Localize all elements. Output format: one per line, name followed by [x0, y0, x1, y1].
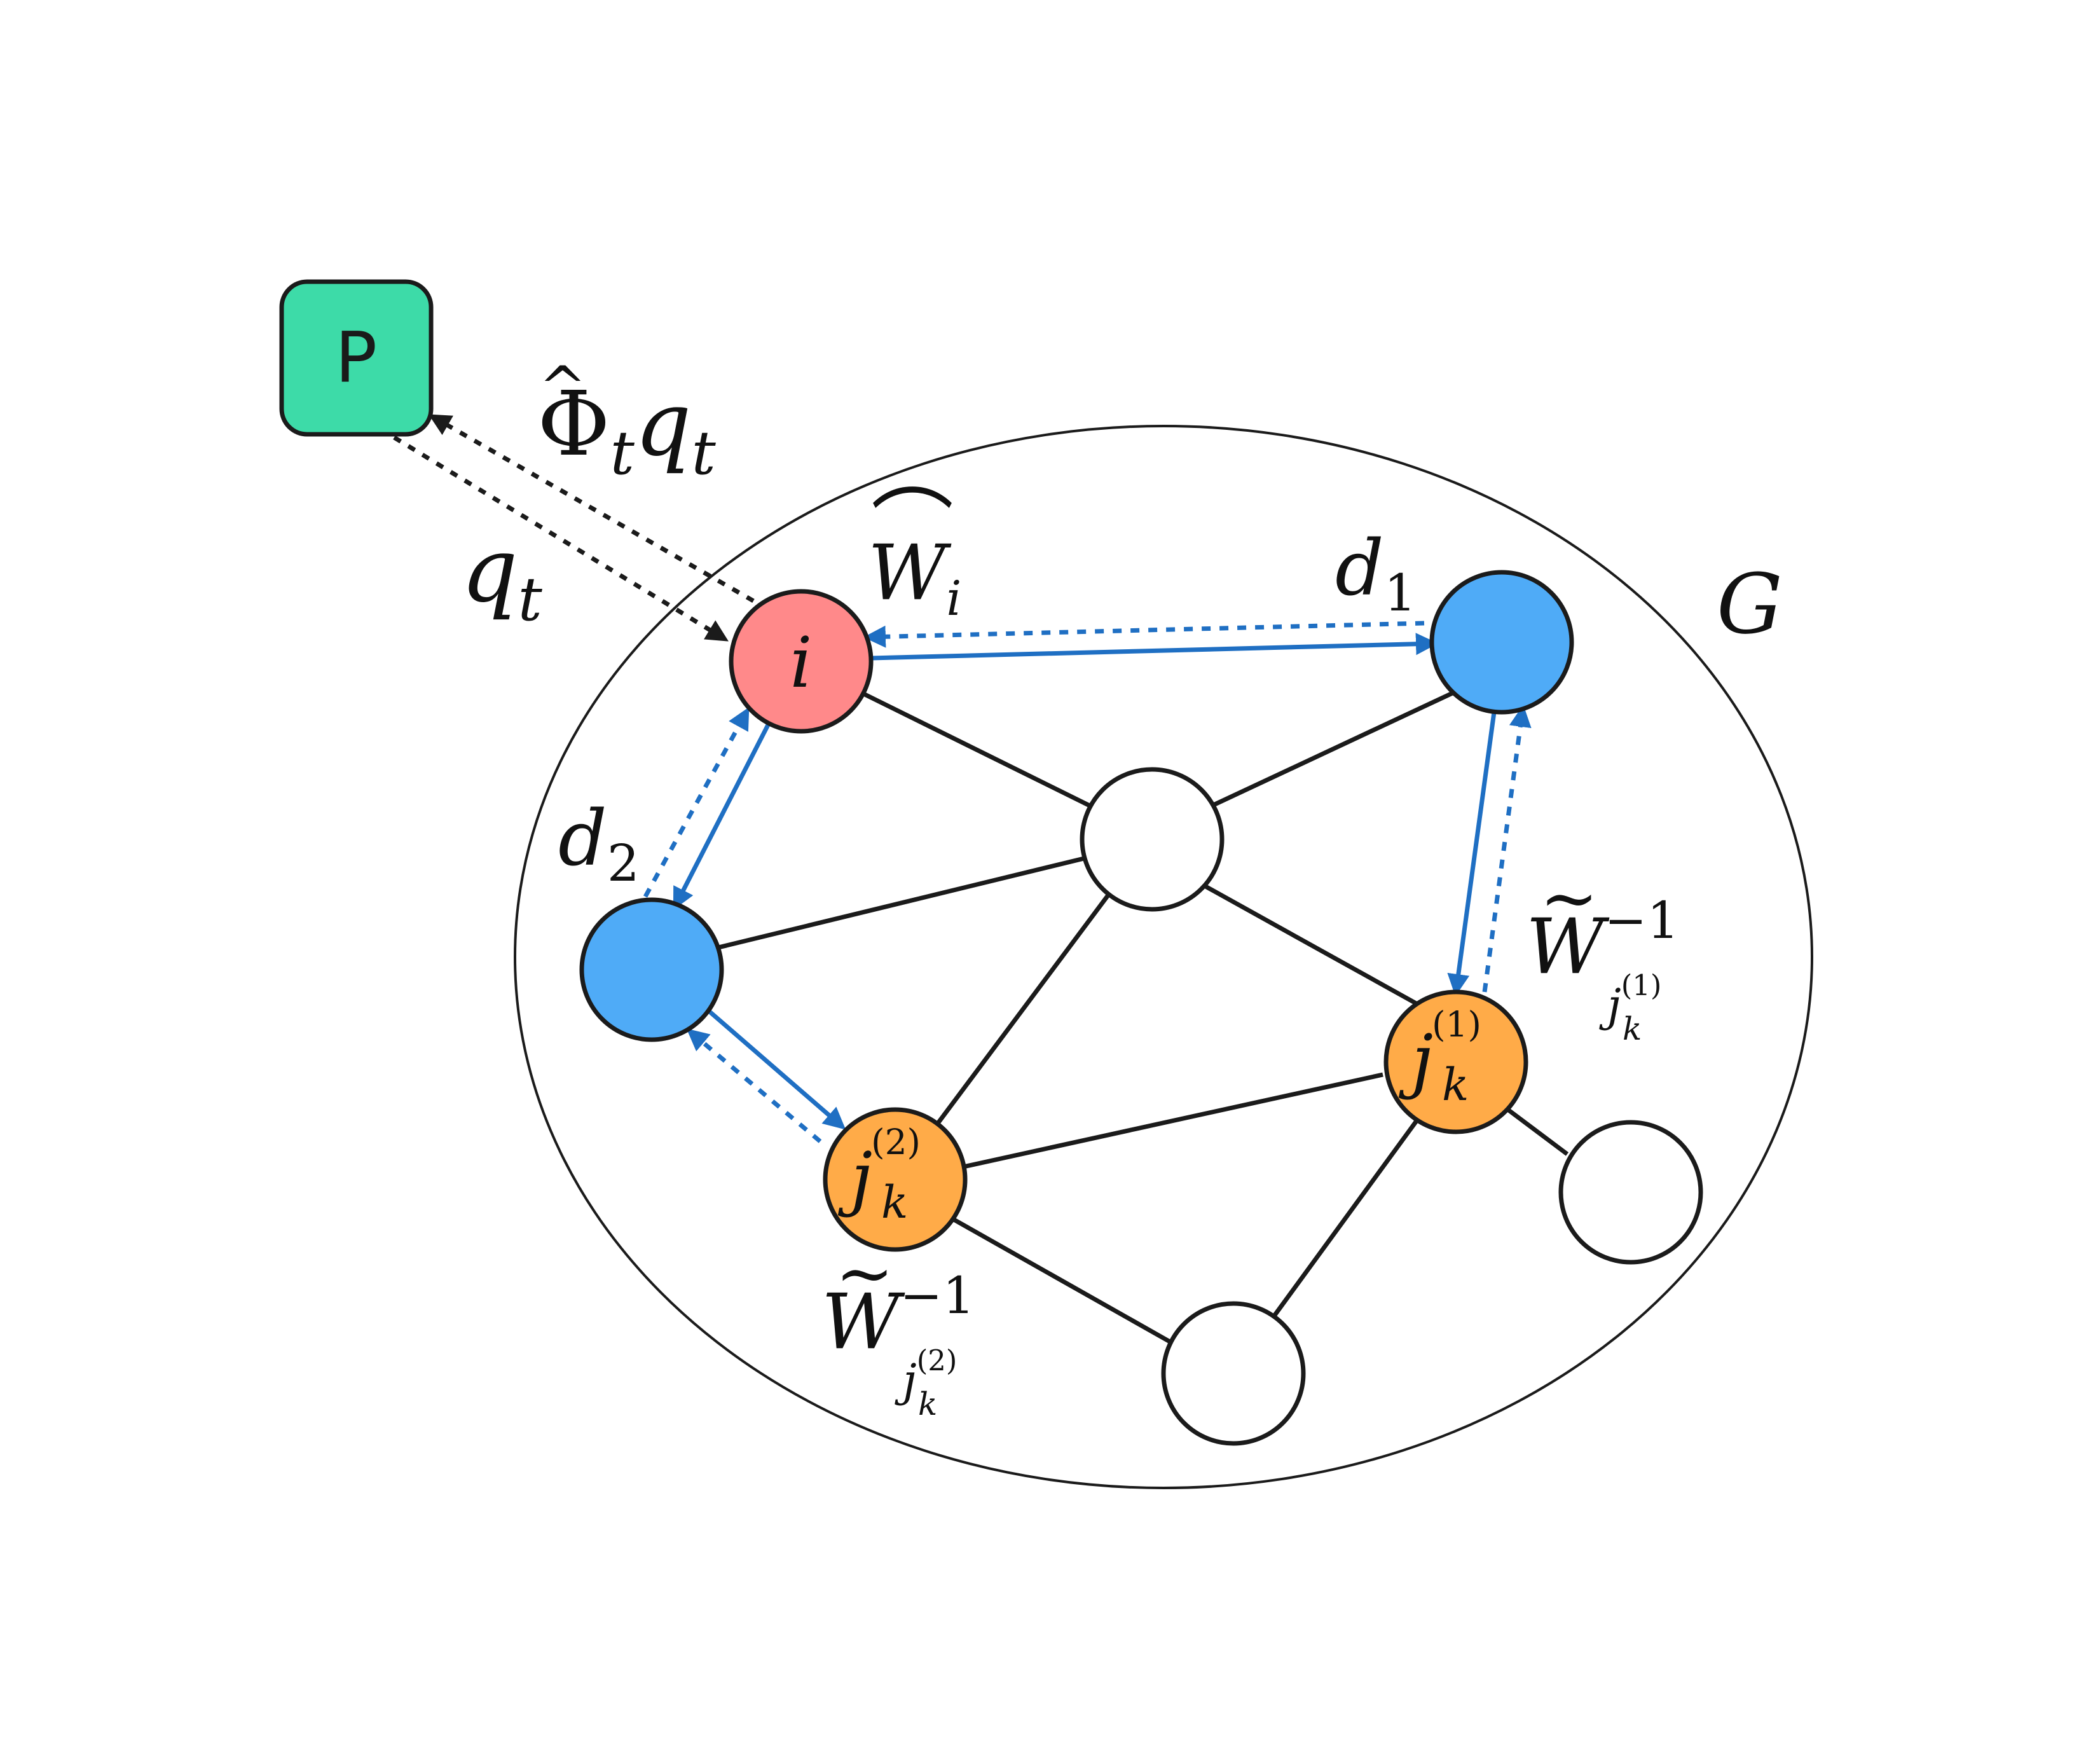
node-jk1-label: j(1)k	[1398, 1004, 1481, 1111]
node-i[interactable]: i	[729, 589, 874, 734]
w-hat-expression: Wi	[868, 529, 961, 626]
arrow-jk1-to-d1	[1482, 705, 1532, 993]
phi-hat: ^	[539, 354, 586, 421]
arrow-d2-to-jk2	[707, 1009, 846, 1130]
arrow-i-to-server	[428, 414, 755, 603]
node-d1[interactable]	[1429, 570, 1574, 715]
w-tilde-subscript-1: j(1)k	[1599, 968, 1661, 1047]
message-arrows	[643, 621, 1532, 1143]
node-jk2[interactable]: j(2)k	[823, 1107, 968, 1252]
node-d2[interactable]	[579, 897, 724, 1042]
node-d1-label: d1	[1335, 525, 1417, 623]
edge-jk1-right	[1502, 1105, 1569, 1156]
label-w-hat-i: ⌒ Wi	[868, 479, 961, 626]
phi-expression: Φtqt	[537, 373, 717, 488]
graph-boundary	[514, 425, 1813, 1489]
label-phi-t-q-t: ^ Φtqt	[537, 354, 717, 488]
w-hat-accent: ⌒	[871, 479, 954, 576]
label-q-t: qt	[461, 519, 543, 635]
arrow-jk2-to-d2	[686, 1028, 822, 1143]
node-jk1-circle	[1383, 989, 1528, 1134]
w-tilde-accent-1: ~	[1540, 857, 1598, 939]
arrow-i-to-d1	[870, 633, 1438, 661]
node-jk1[interactable]: j(1)k	[1383, 989, 1528, 1134]
node-jk2-circle	[823, 1107, 968, 1252]
w-tilde-expression-2: W−1	[821, 1266, 975, 1366]
server-box	[279, 279, 434, 437]
node-i-label: i	[790, 622, 812, 703]
edge-center-jk2	[930, 891, 1111, 1134]
edge-jk2-jk1	[963, 1072, 1383, 1169]
edge-d2-center	[718, 856, 1085, 950]
arrow-d1-to-jk1	[1447, 712, 1497, 996]
node-right[interactable]	[1558, 1120, 1703, 1265]
server-p[interactable]: P	[279, 279, 434, 437]
w-tilde-expression-1: W−1	[1526, 891, 1679, 991]
node-d2-label: d2	[558, 795, 640, 893]
server-arrows	[393, 414, 755, 642]
arrow-i-to-d2	[673, 724, 771, 911]
label-w-tilde-inv-jk2: ~ W−1 j(2)k	[821, 1232, 975, 1422]
edge-jk1-bottom	[1270, 1117, 1420, 1321]
node-bottom[interactable]	[1161, 1301, 1306, 1446]
w-tilde-subscript-2: j(2)k	[895, 1344, 957, 1422]
label-w-tilde-inv-jk1: ~ W−1 j(1)k	[1526, 857, 1679, 1047]
edge-center-jk1	[1194, 878, 1454, 1026]
node-i-circle	[729, 589, 874, 734]
edge-jk2-bottom	[949, 1215, 1171, 1344]
graph-label: G	[1717, 556, 1783, 652]
w-tilde-accent-2: ~	[835, 1232, 894, 1314]
node-d2-circle	[579, 897, 724, 1042]
graph-edges	[718, 659, 1569, 1344]
arrow-d1-to-i	[863, 621, 1425, 648]
node-center[interactable]	[1080, 767, 1225, 912]
server-label: P	[335, 317, 377, 398]
node-d1-circle	[1429, 570, 1574, 715]
